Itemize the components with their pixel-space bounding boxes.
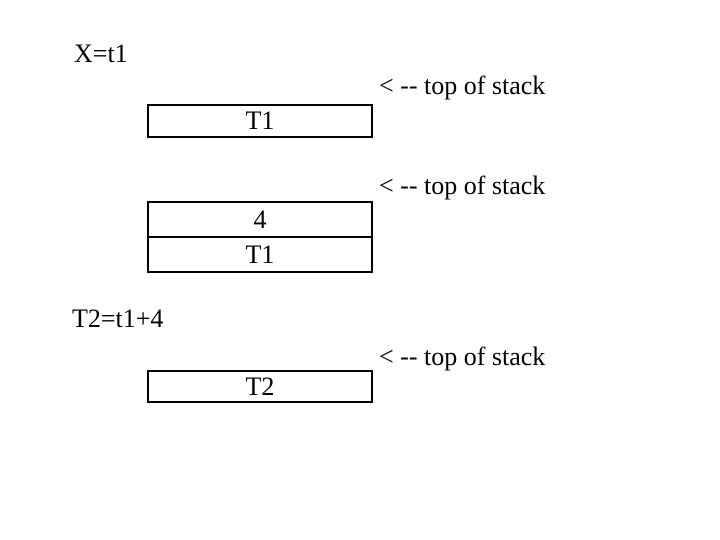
code-statement-t2-equals-t1-plus-4: T2=t1+4 (72, 304, 164, 333)
stack-box-3: T2 (147, 370, 373, 403)
stack-box-2: 4 T1 (147, 201, 373, 273)
stack-cell-t1-bottom: T1 (149, 236, 371, 271)
code-statement-x-equals-t1: X=t1 (74, 39, 128, 68)
top-of-stack-pointer-3: < -- top of stack (379, 342, 546, 371)
stack-cell-t1: T1 (245, 106, 275, 135)
stack-cell-4: 4 (253, 204, 267, 234)
stack-cell-t2: T2 (245, 371, 275, 401)
top-of-stack-pointer-2: < -- top of stack (379, 171, 546, 200)
top-of-stack-pointer-1: < -- top of stack (379, 71, 546, 100)
stack-box-1: T1 (147, 104, 373, 138)
